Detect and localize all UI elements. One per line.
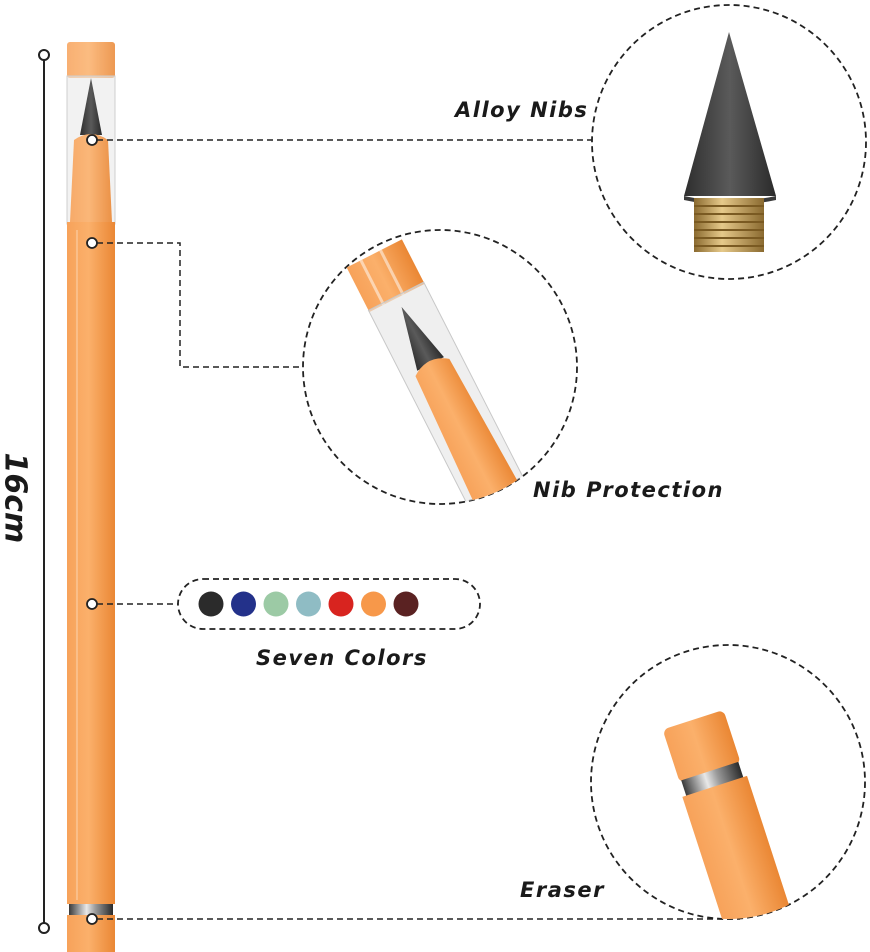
pencil-body [66, 42, 116, 952]
swatch-brown [393, 591, 419, 617]
swatch-black [198, 591, 224, 617]
connector-dots [86, 134, 98, 925]
eraser-zoom [590, 644, 866, 920]
nib-protection-zoom [302, 229, 578, 505]
swatch-teal [296, 591, 321, 617]
swatch-group [198, 591, 419, 617]
connector-lines [97, 139, 740, 920]
swatch-mint [263, 591, 289, 617]
brass-thread [694, 198, 764, 252]
swatch-navy [231, 591, 256, 617]
swatch-red [328, 591, 354, 617]
seven-colors-label: Seven Colors [256, 646, 428, 670]
nib-protection-label: Nib Protection [533, 478, 724, 502]
dimension-label: 16cm [0, 452, 33, 544]
color-swatch-pill [177, 578, 481, 630]
eraser-label: Eraser [520, 878, 605, 902]
alloy-nib-zoom [591, 4, 867, 280]
swatch-orange [361, 591, 386, 617]
alloy-nibs-label: Alloy Nibs [455, 98, 589, 122]
dimension-line [38, 49, 50, 934]
